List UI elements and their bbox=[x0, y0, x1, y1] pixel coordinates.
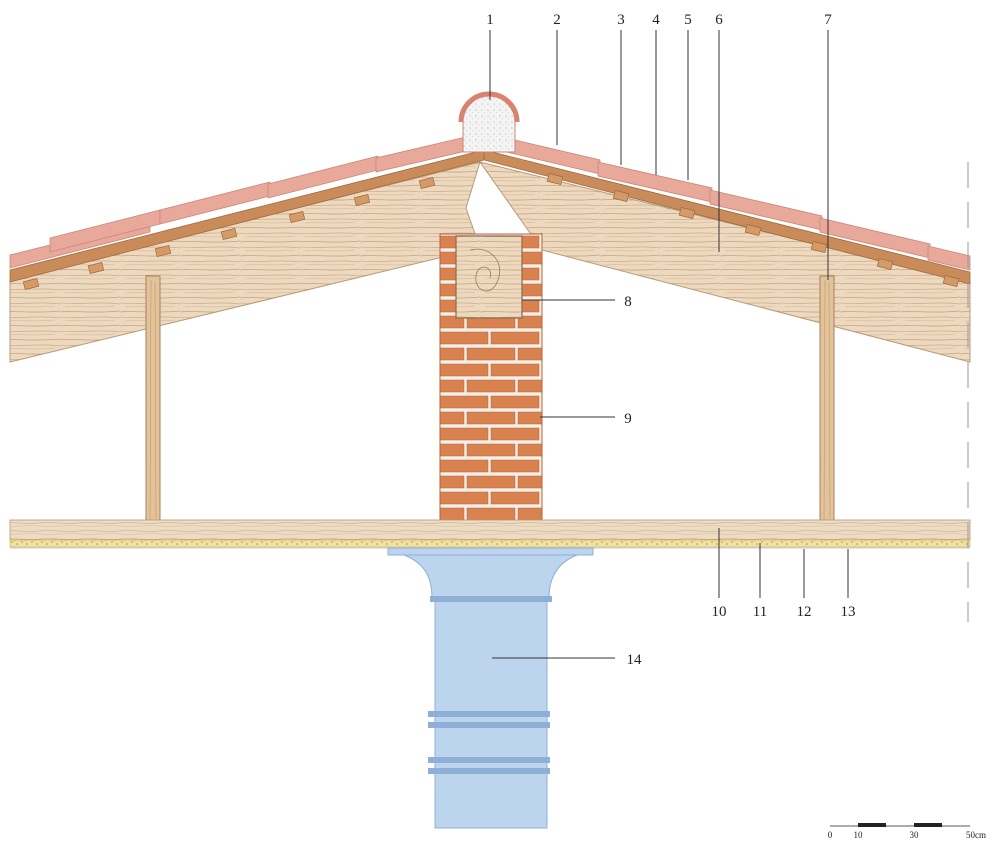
scale-bar-segment-2 bbox=[914, 823, 942, 827]
brick bbox=[490, 395, 540, 409]
brick bbox=[517, 507, 542, 521]
scale-bar: 0 10 30 50cm bbox=[828, 823, 986, 840]
scale-label-50cm: 50cm bbox=[966, 830, 986, 840]
column-ring-5 bbox=[428, 768, 550, 774]
brick bbox=[517, 379, 542, 393]
callout-9: 9 bbox=[624, 411, 632, 427]
callout-numbers: 1 2 3 4 5 6 7 8 9 10 11 12 13 14 bbox=[486, 12, 855, 668]
scale-bar-segment-1 bbox=[858, 823, 886, 827]
beam-end-rings bbox=[469, 248, 501, 292]
scale-label-30: 30 bbox=[910, 830, 920, 840]
post-left-grain bbox=[149, 279, 157, 521]
batten-strip-right bbox=[483, 149, 971, 285]
scale-label-0: 0 bbox=[828, 830, 833, 840]
post-right bbox=[819, 275, 835, 525]
brick bbox=[490, 427, 540, 441]
brick bbox=[466, 411, 516, 425]
callout-2: 2 bbox=[553, 12, 561, 28]
callout-1: 1 bbox=[486, 12, 494, 28]
brick bbox=[517, 475, 542, 489]
brick-courses bbox=[440, 235, 542, 521]
scale-label-10: 10 bbox=[854, 830, 864, 840]
floor-boards bbox=[9, 519, 971, 541]
brick bbox=[440, 347, 465, 361]
column-abacus bbox=[387, 547, 594, 556]
brick bbox=[440, 491, 489, 505]
brick bbox=[440, 459, 489, 473]
callout-8: 8 bbox=[624, 294, 632, 310]
brick bbox=[440, 475, 465, 489]
callout-11: 11 bbox=[753, 604, 767, 620]
callout-4: 4 bbox=[652, 12, 660, 28]
roof-tiles-left bbox=[9, 135, 471, 269]
callout-3: 3 bbox=[617, 12, 625, 28]
beam-end bbox=[455, 235, 523, 319]
brick bbox=[517, 347, 542, 361]
brick-pier bbox=[440, 234, 542, 522]
column-capital bbox=[403, 554, 578, 599]
callout-13: 13 bbox=[841, 604, 856, 620]
brick bbox=[440, 315, 465, 329]
brick bbox=[490, 363, 540, 377]
rafter-left bbox=[9, 161, 481, 363]
column-ring-1 bbox=[430, 596, 552, 602]
roof-tiles-right bbox=[497, 135, 971, 271]
column-ring-2 bbox=[428, 711, 550, 717]
column-ring-4 bbox=[428, 757, 550, 763]
brick bbox=[440, 411, 465, 425]
brick bbox=[490, 491, 540, 505]
brick bbox=[517, 315, 542, 329]
brick bbox=[466, 379, 516, 393]
callout-5: 5 bbox=[684, 12, 692, 28]
callout-12: 12 bbox=[797, 604, 812, 620]
battens-right bbox=[546, 173, 960, 287]
brick bbox=[466, 443, 516, 457]
callout-6: 6 bbox=[715, 12, 723, 28]
floor-fill-layer bbox=[9, 539, 971, 548]
brick bbox=[466, 507, 516, 521]
column-ring-3 bbox=[428, 722, 550, 728]
battens-left bbox=[22, 177, 436, 290]
leader-lines bbox=[489, 30, 849, 659]
brick bbox=[466, 475, 516, 489]
post-left bbox=[145, 275, 161, 525]
brick bbox=[440, 363, 489, 377]
brick bbox=[466, 347, 516, 361]
brick bbox=[490, 459, 540, 473]
brick bbox=[440, 427, 489, 441]
brick bbox=[490, 331, 540, 345]
brick bbox=[440, 507, 465, 521]
brick bbox=[440, 443, 465, 457]
post-right-grain bbox=[823, 279, 831, 521]
brick bbox=[440, 379, 465, 393]
brick bbox=[517, 443, 542, 457]
ridge-tile-cap bbox=[462, 95, 516, 153]
column bbox=[387, 547, 594, 829]
callout-10: 10 bbox=[712, 604, 727, 620]
callout-7: 7 bbox=[824, 12, 832, 28]
ridge-tile-arch bbox=[458, 91, 520, 123]
brick bbox=[440, 395, 489, 409]
callout-14: 14 bbox=[627, 652, 643, 668]
brick bbox=[440, 331, 489, 345]
brick bbox=[517, 411, 542, 425]
